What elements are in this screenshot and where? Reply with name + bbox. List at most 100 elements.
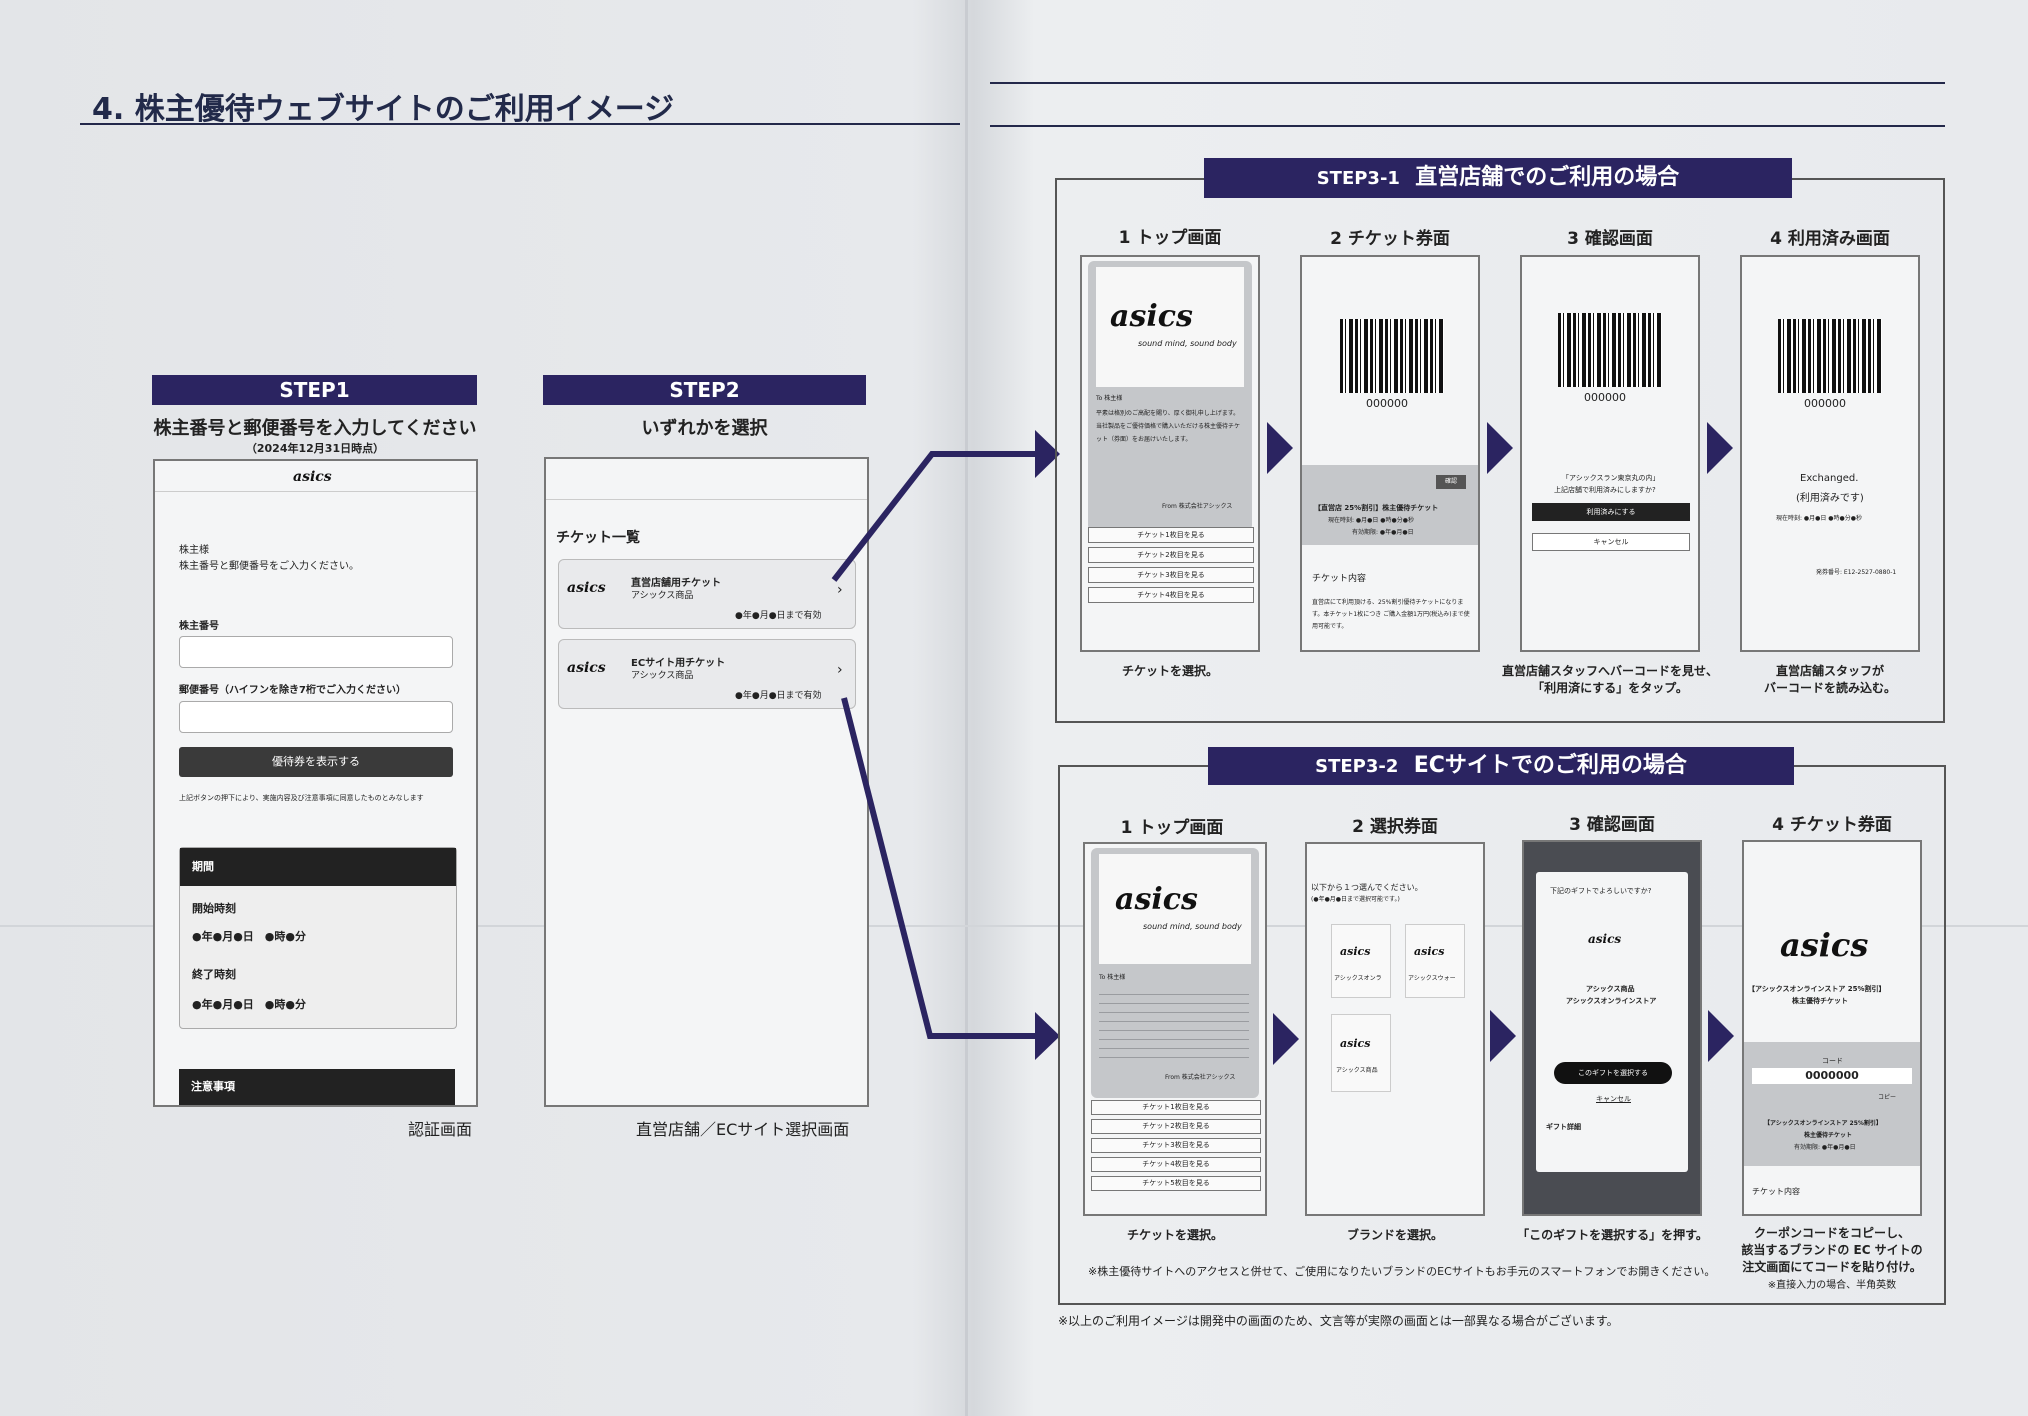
s32-note: ※株主優待サイトへのアクセスと併せて、ご使用になりたいブランドのECサイトもお手…	[1088, 1265, 1716, 1278]
barcode-number: 000000	[1366, 397, 1408, 410]
postal-code-input[interactable]	[179, 701, 453, 733]
step3-1-bar-prefix: STEP3-1	[1316, 168, 1400, 189]
step2-caption: 直営店舗／ECサイト選択画面	[636, 1120, 850, 1139]
gift-detail-label: ギフト詳細	[1546, 1123, 1581, 1131]
ec-site-ticket[interactable]: asics ECサイト用チケット アシックス商品 ●年●月●日まで有効 ›	[558, 639, 856, 709]
shareholder-number-input[interactable]	[179, 636, 453, 668]
view-ticket2-button[interactable]: チケット2枚目を見る	[1091, 1119, 1261, 1134]
arrow-right-icon	[1273, 1013, 1299, 1065]
barcode-number: 000000	[1584, 391, 1626, 404]
s31-ticket-screen: 000000 確認 【直営店 25%割引】株主優待チケット 現在時刻: ●月●日…	[1300, 255, 1480, 652]
step3-2-bar-prefix: STEP3-2	[1315, 756, 1399, 777]
view-ticket1-button[interactable]: チケット1枚目を見る	[1091, 1100, 1261, 1115]
arrow-right-icon	[1487, 422, 1513, 474]
barcode	[1340, 319, 1444, 393]
step1-caption: 認証画面	[408, 1120, 473, 1139]
brand-tile-online-store[interactable]: asics アシックスオンラ	[1331, 924, 1391, 998]
s32-select-screen: 以下から１つ選んでください。 (●年●月●日まで選択可能です。) asics ア…	[1305, 842, 1485, 1216]
letter-from: From 株式会社アシックス	[1165, 1074, 1236, 1081]
direct-ticket-sub: アシックス商品	[631, 591, 694, 601]
step3-2-bar-text: ECサイトでのご利用の場合	[1413, 753, 1687, 778]
page-title: 4. 株主優待ウェブサイトのご利用イメージ	[92, 92, 675, 127]
view-ticket3-button[interactable]: チケット3枚目を見る	[1091, 1138, 1261, 1153]
cancel-link[interactable]: キャンセル	[1596, 1095, 1631, 1103]
step1-bar: STEP1	[152, 375, 477, 405]
s31-screen3-title: 3 確認画面	[1567, 229, 1653, 249]
ticket-head2: 株主優待チケット	[1792, 997, 1848, 1005]
choose-gift-button[interactable]: このギフトを選択する	[1554, 1062, 1672, 1084]
chevron-right-icon: ›	[837, 662, 843, 678]
greeting-line2: 株主番号と郵便番号をご入力ください。	[179, 561, 359, 572]
brand2-name: アシックスウォー	[1408, 975, 1456, 982]
cancel-button[interactable]: キャンセル	[1532, 533, 1690, 551]
asics-logo: asics	[567, 660, 606, 676]
gift-product: アシックス商品	[1586, 985, 1635, 993]
arrow-right-icon	[1490, 1010, 1516, 1062]
view-ticket4-button[interactable]: チケット4枚目を見る	[1091, 1157, 1261, 1172]
footer-note: ※以上のご利用イメージは開発中の画面のため、文言等が実際の画面とは一部異なる場合…	[1058, 1314, 1619, 1328]
asics-logo: asics	[567, 580, 606, 596]
start-time-value: ●年●月●日 ●時●分	[192, 930, 306, 943]
barcode	[1778, 319, 1882, 393]
s32-caption4a: クーポンコードをコピーし、	[1753, 1226, 1910, 1240]
step2-phone-screen: チケット一覧 asics 直営店舗用チケット アシックス商品 ●年●月●日まで有…	[544, 457, 869, 1107]
step1-subheading: （2024年12月31日時点）	[245, 442, 385, 455]
asics-logo: asics	[293, 469, 332, 485]
ticket-current-time: 現在時刻: ●月●日 ●時●分●秒	[1328, 517, 1415, 524]
s31-screen1-title: 1 トップ画面	[1118, 228, 1222, 248]
asics-logo: asics	[1110, 299, 1193, 334]
s32-caption3: 「このギフトを選択する」を押す。	[1517, 1228, 1708, 1242]
ec-ticket-sub: アシックス商品	[631, 671, 694, 681]
ticket-valid: 有効期限: ●年●月●日	[1352, 529, 1414, 536]
s31-confirm-screen: 000000 「アシックスラン東京丸の内」 上記店舗で利用済みにしますか? 利用…	[1520, 255, 1700, 652]
direct-ticket-title: 直営店舗用チケット	[631, 578, 721, 589]
s32-screen2-title: 2 選択券面	[1352, 817, 1438, 837]
coupon-code[interactable]: 0000000	[1752, 1068, 1912, 1084]
show-voucher-button[interactable]: 優待券を表示する	[179, 747, 453, 777]
arrow-right-icon	[1267, 422, 1293, 474]
letter-to: To 株主様	[1096, 395, 1123, 402]
fold-line-vertical	[965, 0, 968, 1416]
start-time-label: 開始時刻	[192, 902, 236, 915]
shareholder-number-label: 株主番号	[179, 621, 219, 632]
s31-screen2-title: 2 チケット券面	[1330, 229, 1450, 249]
brand-tile-walking[interactable]: asics アシックスウォー	[1405, 924, 1465, 998]
s32-top-screen: asics sound mind, sound body To 株主様 From…	[1083, 842, 1267, 1216]
s31-caption4a: 直営店舗スタッフが	[1775, 664, 1884, 678]
brand3-name: アシックス商品	[1336, 1067, 1378, 1074]
s31-caption3b: 「利用済にする」をタップ。	[1532, 681, 1688, 695]
view-ticket3-button[interactable]: チケット3枚目を見る	[1088, 567, 1254, 583]
ticket-valid: 有効期限: ●年●月●日	[1794, 1144, 1856, 1151]
confirm-button[interactable]: 確認	[1436, 475, 1466, 489]
title-underline-right	[990, 125, 1945, 127]
agreement-note: 上記ボタンの押下により、実施内容及び注意事項に同意したものとみなします	[179, 794, 424, 802]
confirm-dialog: 下記のギフトでよろしいですか? asics アシックス商品 アシックスオンライン…	[1536, 872, 1688, 1172]
step3-2-bar: STEP3-2 ECサイトでのご利用の場合	[1208, 747, 1794, 785]
tagline: sound mind, sound body	[1143, 922, 1242, 931]
step1-phone-screen: asics 株主様 株主番号と郵便番号をご入力ください。 株主番号 郵便番号（ハ…	[153, 459, 478, 1107]
title-underline-left	[80, 123, 960, 125]
step1-heading: 株主番号と郵便番号を入力してください	[153, 418, 477, 439]
arrow-right-icon	[1707, 422, 1733, 474]
serial-number: 発券番号: E12-2527-0880-1	[1816, 569, 1897, 576]
view-ticket2-button[interactable]: チケット2枚目を見る	[1088, 547, 1254, 563]
barcode	[1558, 313, 1662, 387]
view-ticket4-button[interactable]: チケット4枚目を見る	[1088, 587, 1254, 603]
chevron-right-icon: ›	[837, 582, 843, 598]
tagline: sound mind, sound body	[1138, 339, 1237, 348]
greeting-line1: 株主様	[179, 545, 209, 556]
view-ticket5-button[interactable]: チケット5枚目を見る	[1091, 1176, 1261, 1191]
asics-logo: asics	[1340, 945, 1371, 958]
s32-screen1-title: 1 トップ画面	[1120, 818, 1224, 838]
ticket-name: 【直営店 25%割引】株主優待チケット	[1314, 504, 1439, 512]
ticket-content-text: 直営店にて利用頂ける、25%割引優待チケットになります。本チケット1枚につき ご…	[1312, 599, 1470, 630]
letter-body-lines	[1099, 986, 1249, 1066]
view-ticket1-button[interactable]: チケット1枚目を見る	[1088, 527, 1254, 543]
s31-caption4b: バーコードを読み込む。	[1763, 681, 1896, 695]
direct-store-ticket[interactable]: asics 直営店舗用チケット アシックス商品 ●年●月●日まで有効 ›	[558, 559, 856, 629]
brand-tile-products[interactable]: asics アシックス商品	[1331, 1014, 1391, 1092]
mark-used-button[interactable]: 利用済みにする	[1532, 503, 1690, 521]
end-time-value: ●年●月●日 ●時●分	[192, 998, 306, 1011]
confirm-question1: 「アシックスラン東京丸の内」	[1562, 474, 1660, 482]
copy-button[interactable]: コピー	[1878, 1094, 1897, 1101]
